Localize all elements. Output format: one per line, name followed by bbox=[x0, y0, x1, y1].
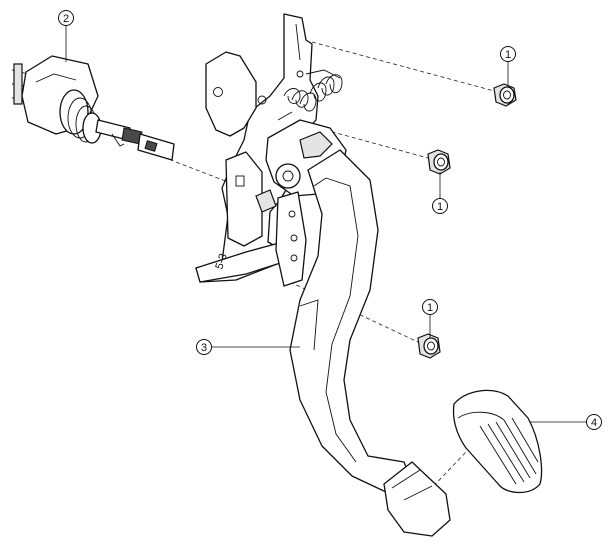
callout-label: 4 bbox=[591, 417, 597, 429]
callout-label: 1 bbox=[427, 302, 433, 314]
bracket-stamp: 5-3 bbox=[213, 252, 229, 271]
callout-1-bottom: 1 bbox=[422, 299, 438, 315]
nut-bottom bbox=[417, 333, 441, 359]
nut-top bbox=[493, 83, 517, 107]
callout-2: 2 bbox=[58, 10, 74, 26]
callout-label: 2 bbox=[63, 13, 69, 25]
stop-lamp-switch bbox=[11, 55, 175, 161]
callout-label: 1 bbox=[505, 49, 511, 61]
callout-label: 3 bbox=[201, 342, 207, 354]
callout-4: 4 bbox=[586, 414, 602, 430]
callout-3: 3 bbox=[196, 339, 212, 355]
mounting-bracket: 5-3 bbox=[195, 13, 319, 283]
callout-leaders bbox=[65, 26, 586, 423]
pedal-pad-mount bbox=[383, 461, 451, 537]
nut-middle bbox=[427, 149, 451, 175]
pedal-arm bbox=[265, 119, 413, 493]
callout-label: 1 bbox=[437, 201, 443, 213]
return-spring bbox=[277, 69, 343, 121]
callout-1-top: 1 bbox=[500, 46, 516, 62]
pedal-pad bbox=[452, 389, 543, 494]
callout-1-middle: 1 bbox=[432, 198, 448, 214]
